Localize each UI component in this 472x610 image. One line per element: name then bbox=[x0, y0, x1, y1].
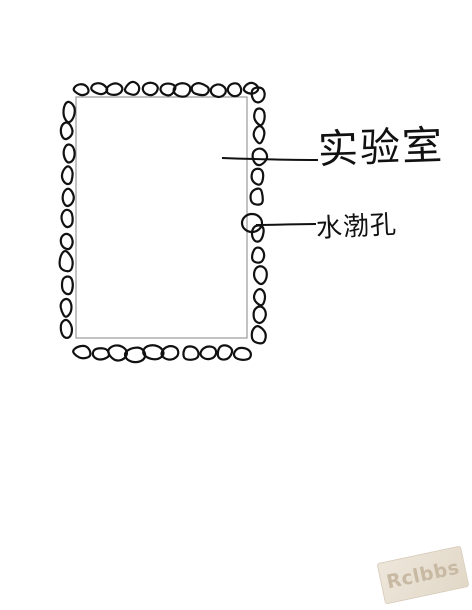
stone bbox=[60, 275, 74, 296]
stone bbox=[59, 121, 74, 141]
lab-leader-line bbox=[221, 157, 319, 161]
drain-hole-label: 水渤孔 bbox=[315, 209, 398, 245]
stone bbox=[252, 124, 266, 145]
stone bbox=[60, 165, 74, 186]
stone bbox=[216, 344, 234, 361]
stone bbox=[105, 82, 124, 96]
stone bbox=[59, 232, 74, 251]
stone bbox=[232, 346, 252, 361]
stone bbox=[199, 345, 218, 361]
stone bbox=[72, 83, 90, 97]
stone bbox=[172, 82, 192, 98]
stone bbox=[252, 305, 267, 325]
stone bbox=[141, 81, 159, 97]
stone bbox=[91, 347, 111, 361]
lab-label: 实验室 bbox=[317, 122, 445, 174]
stone bbox=[72, 344, 92, 360]
lab-room-outline bbox=[75, 96, 248, 339]
stone bbox=[182, 345, 200, 361]
stone bbox=[209, 83, 227, 99]
stone bbox=[123, 346, 147, 364]
stone bbox=[250, 246, 266, 264]
stone bbox=[61, 187, 75, 208]
stone bbox=[58, 249, 74, 273]
stone bbox=[250, 325, 267, 345]
stone bbox=[251, 147, 269, 167]
stone bbox=[249, 187, 264, 206]
stone bbox=[160, 345, 180, 361]
stone-wall-border bbox=[58, 80, 269, 364]
stone bbox=[62, 100, 76, 124]
stone bbox=[252, 287, 267, 307]
stone bbox=[250, 224, 265, 243]
stone bbox=[250, 86, 266, 104]
stone bbox=[123, 80, 141, 96]
stone bbox=[59, 297, 73, 318]
drain-hole-leader-line bbox=[255, 223, 317, 226]
stone bbox=[253, 107, 266, 127]
stone bbox=[226, 82, 243, 98]
stone bbox=[250, 167, 265, 186]
stone bbox=[59, 318, 74, 339]
stone bbox=[60, 208, 74, 229]
drain-hole-marker bbox=[240, 212, 264, 234]
stone bbox=[159, 82, 177, 97]
stone bbox=[107, 344, 129, 362]
stone bbox=[62, 143, 76, 164]
watermark-text: Rclbbs bbox=[384, 556, 462, 594]
stone bbox=[142, 344, 165, 361]
stone bbox=[90, 82, 109, 96]
stone bbox=[252, 265, 268, 286]
stone bbox=[190, 82, 210, 97]
